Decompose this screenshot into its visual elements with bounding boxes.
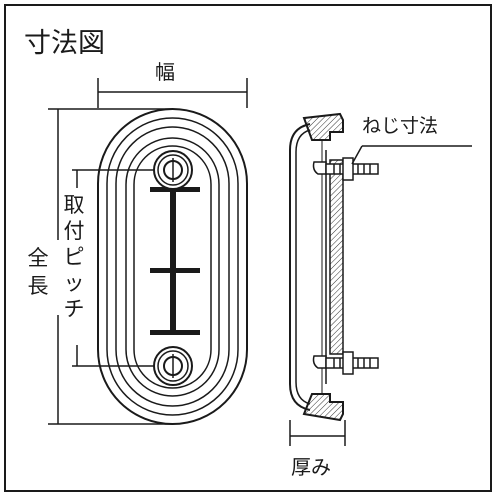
top-screw-icon bbox=[153, 150, 193, 190]
grip-ribs bbox=[150, 187, 200, 335]
width-dimension bbox=[97, 78, 248, 108]
bottom-screw-icon bbox=[153, 346, 193, 386]
length-dimension bbox=[48, 108, 172, 425]
rib-spine bbox=[170, 187, 176, 335]
thread-leader bbox=[351, 145, 472, 165]
rim-ring-4 bbox=[125, 137, 220, 397]
side-view bbox=[289, 112, 344, 422]
rim-ring-3 bbox=[115, 126, 230, 407]
mounting-pitch-label: 取付ピッチ bbox=[63, 193, 85, 321]
diagram-frame bbox=[4, 4, 492, 492]
side-screw-top-icon bbox=[312, 157, 379, 181]
outer-rim bbox=[97, 108, 248, 425]
width-label: 幅 bbox=[155, 60, 175, 84]
recess bbox=[133, 145, 212, 389]
overall-length-label: 全長 bbox=[27, 246, 49, 298]
thickness-label: 厚み bbox=[291, 455, 331, 479]
pitch-dimension bbox=[72, 169, 154, 367]
rim-ring-2 bbox=[106, 117, 239, 416]
thickness-dimension bbox=[289, 420, 346, 446]
front-view bbox=[97, 108, 248, 425]
side-screw-bottom-icon bbox=[312, 351, 379, 375]
diagram-title: 寸法図 bbox=[24, 28, 105, 59]
thread-size-label: ねじ寸法 bbox=[362, 115, 439, 137]
